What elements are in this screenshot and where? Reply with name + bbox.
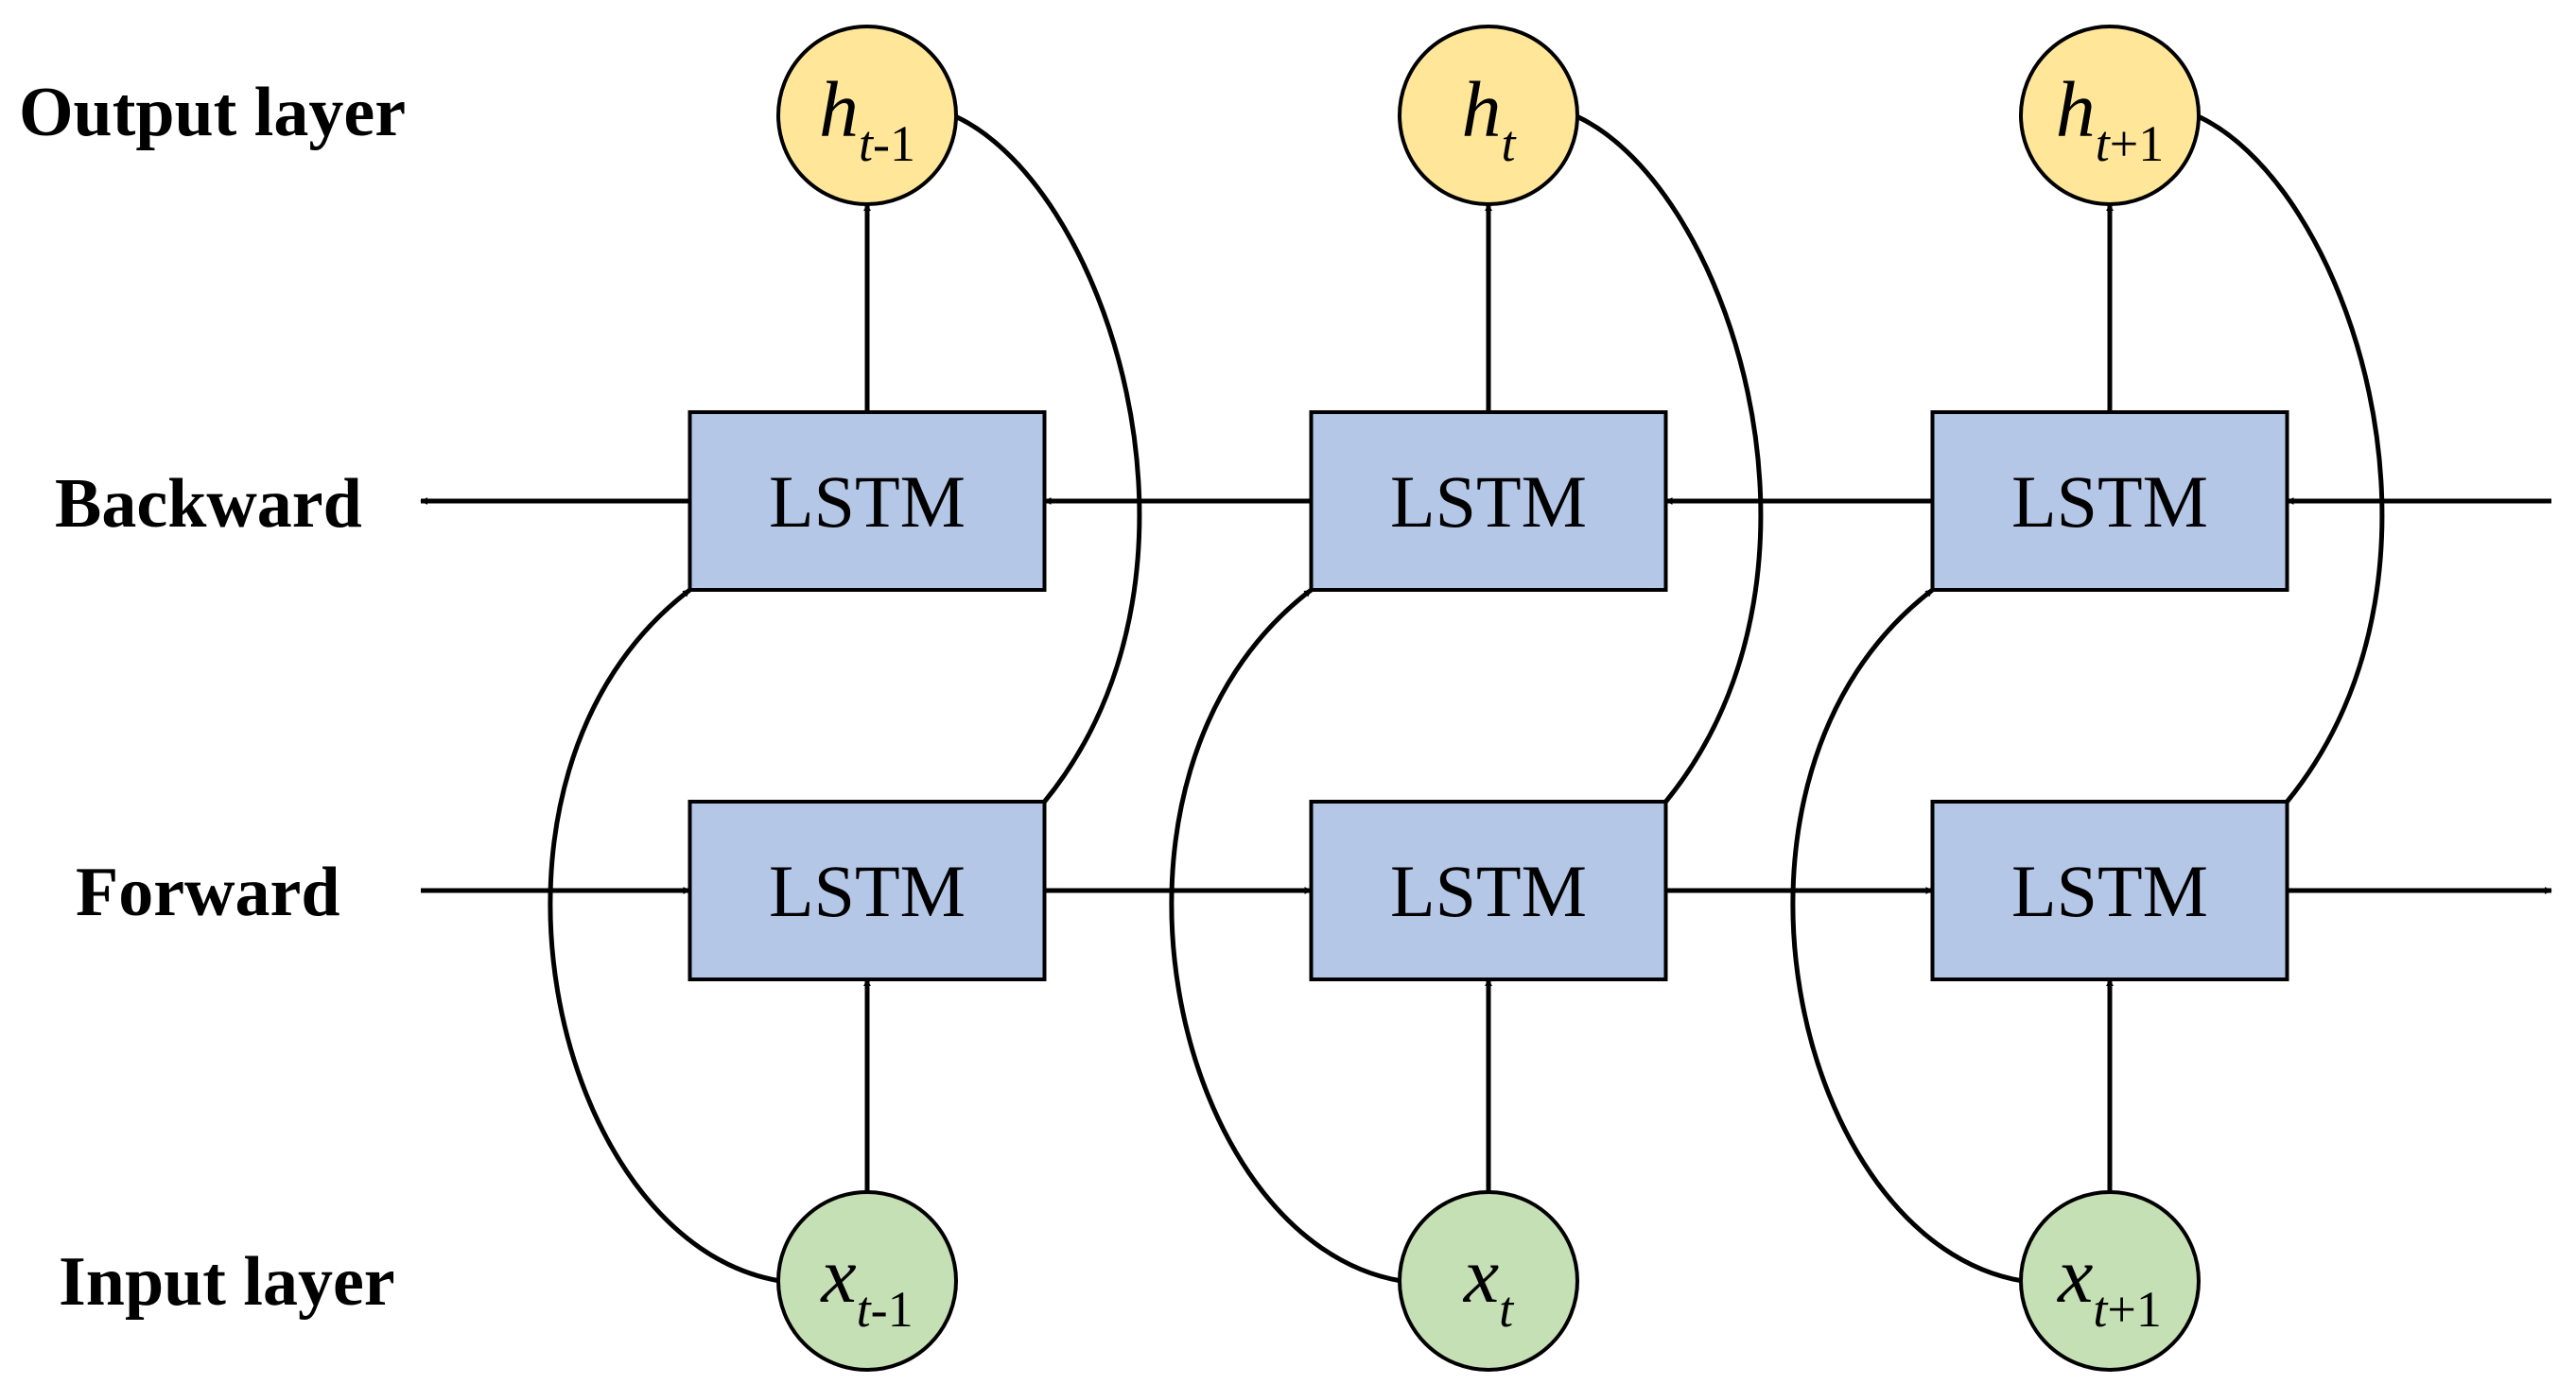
forward-to-output-curve-prev: [948, 111, 1142, 804]
output-node-prev: [776, 25, 958, 206]
forward-lstm-box-curr: [1309, 800, 1668, 981]
input-node-next: [2019, 1190, 2201, 1372]
forward-lstm-box-next: [1930, 800, 2289, 981]
input-node-var-prev: x: [819, 1232, 856, 1320]
input-layer-label: Input layer: [59, 1243, 395, 1321]
backward-lstm-label-next: LSTM: [2011, 460, 2208, 543]
input-node-curr: [1398, 1190, 1579, 1372]
input-to-backward-curve-prev: [548, 588, 781, 1284]
input-node-sub-t-next: t: [2093, 1281, 2109, 1338]
output-node-var-curr: h: [1461, 66, 1501, 154]
backward-lstm-box-next: [1930, 410, 2289, 592]
backward-label: Backward: [55, 465, 362, 543]
forward-label: Forward: [76, 854, 340, 931]
forward-lstm-label-curr: LSTM: [1390, 850, 1587, 932]
backward-lstm-label-curr: LSTM: [1390, 460, 1587, 543]
forward-lstm-label-next: LSTM: [2011, 850, 2208, 932]
output-node-label-curr: ht: [1461, 66, 1517, 172]
output-layer-label: Output layer: [19, 74, 406, 151]
forward-to-output-curve-curr: [1569, 111, 1764, 804]
input-node-prev: [776, 1190, 958, 1372]
input-node-sub-rest-next: +1: [2107, 1281, 2161, 1338]
connector-group: [420, 111, 2552, 1284]
backward-lstm-label-prev: LSTM: [769, 460, 966, 543]
input-node-sub-rest-prev: -1: [871, 1281, 914, 1338]
forward-to-output-curve-next: [2190, 111, 2385, 804]
lstm-cell-group: LSTM LSTM LSTM LSTM LSTM LSTM: [688, 410, 2289, 981]
output-node-var-next: h: [2056, 66, 2096, 154]
input-to-backward-curve-curr: [1169, 588, 1402, 1284]
input-node-var-next: x: [2056, 1232, 2093, 1320]
output-node-label-next: ht+1: [2056, 66, 2164, 172]
input-node-label-curr: xt: [1462, 1232, 1515, 1338]
backward-lstm-box-curr: [1309, 410, 1668, 592]
output-node-var-prev: h: [819, 66, 859, 154]
output-node-next: [2019, 25, 2201, 206]
input-node-label-next: xt+1: [2056, 1232, 2162, 1338]
output-node-curr: [1398, 25, 1579, 206]
output-node-sub-t-curr: t: [1501, 115, 1517, 172]
input-node-label-prev: xt-1: [819, 1232, 913, 1338]
output-node-label-prev: ht-1: [819, 66, 915, 172]
forward-lstm-box-prev: [688, 800, 1047, 981]
forward-lstm-label-prev: LSTM: [769, 850, 966, 932]
backward-lstm-box-prev: [688, 410, 1047, 592]
output-node-sub-rest-prev: -1: [873, 115, 915, 172]
output-node-sub-t-prev: t: [859, 115, 875, 172]
output-node-sub-t-next: t: [2096, 115, 2112, 172]
input-node-sub-t-curr: t: [1499, 1281, 1515, 1338]
output-node-sub-rest-next: +1: [2110, 115, 2164, 172]
input-node-sub-t-prev: t: [857, 1281, 873, 1338]
input-to-backward-curve-next: [1790, 588, 2024, 1284]
input-node-var-curr: x: [1462, 1232, 1499, 1320]
